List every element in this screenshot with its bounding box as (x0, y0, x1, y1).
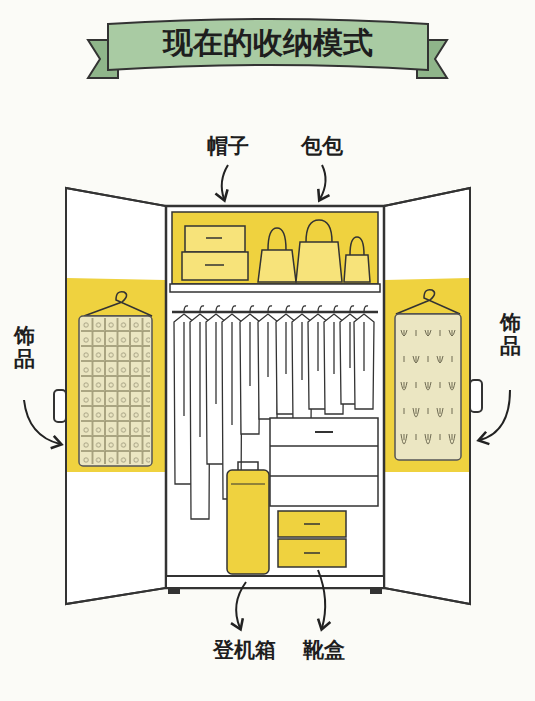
hanger-hook (250, 306, 254, 312)
peg (440, 330, 441, 336)
garment-fold (267, 322, 268, 377)
peg (416, 382, 417, 388)
right-door (384, 188, 482, 604)
garment (354, 314, 374, 409)
garment-fold (183, 322, 184, 416)
necklace (449, 434, 455, 444)
garment-fold (333, 322, 334, 374)
hanger-hook (286, 306, 290, 312)
garment-fold (231, 322, 232, 425)
necklace (401, 382, 407, 390)
peg (440, 434, 441, 440)
peg (428, 434, 429, 440)
garment-fold (349, 322, 350, 368)
garment-fold (215, 322, 216, 404)
peg (416, 408, 417, 414)
peg (404, 408, 405, 414)
hanger-hook (302, 306, 306, 312)
peg (452, 434, 453, 440)
necklace (401, 330, 407, 336)
necklace (437, 356, 443, 363)
necklace (425, 382, 431, 390)
garment-fold (199, 322, 200, 437)
garment-fold (363, 322, 364, 371)
necklace (425, 434, 431, 444)
hanger-hook (350, 306, 354, 312)
peg (452, 408, 453, 414)
necklace (449, 382, 455, 390)
peg (452, 356, 453, 362)
garment-fold (317, 322, 318, 371)
garment-fold (285, 322, 286, 374)
peg (416, 434, 417, 440)
peg (428, 382, 429, 388)
peg (404, 330, 405, 336)
hanger-hook (200, 306, 204, 312)
item-label: 靴盒 (303, 636, 345, 664)
peg (416, 356, 417, 362)
necklace (449, 330, 455, 336)
necklace (425, 330, 431, 336)
leader-arrows (24, 165, 510, 628)
hanger-hook (216, 306, 220, 312)
hanger-hook (184, 306, 188, 312)
peg (440, 382, 441, 388)
peg (404, 356, 405, 362)
side-label: 饰品 (14, 325, 35, 371)
peg (428, 330, 429, 336)
necklace (413, 356, 419, 363)
garment (240, 314, 260, 434)
hanger-hook (364, 306, 368, 312)
item-label: 包包 (301, 132, 343, 160)
peg (440, 356, 441, 362)
garment (258, 314, 278, 419)
peg (452, 382, 453, 388)
garment-fold (249, 322, 250, 386)
peg (416, 330, 417, 336)
peg (404, 434, 405, 440)
necklace (413, 408, 419, 417)
garment-fold (301, 322, 302, 380)
item-label: 帽子 (207, 132, 249, 160)
peg (404, 382, 405, 388)
title-ribbon (88, 19, 447, 78)
peg (428, 356, 429, 362)
hanger-hook (268, 306, 272, 312)
wardrobe-body (166, 206, 384, 594)
necklace (401, 434, 407, 444)
hanger-hook (334, 306, 338, 312)
hanger-hook (232, 306, 236, 312)
necklace (437, 408, 443, 417)
peg (428, 408, 429, 414)
peg (440, 408, 441, 414)
side-label: 饰品 (500, 312, 521, 358)
left-door (54, 188, 166, 604)
title-text: 现在的收纳模式 (163, 23, 373, 64)
hanger-hook (318, 306, 322, 312)
item-label: 登机箱 (213, 636, 276, 664)
peg (452, 330, 453, 336)
